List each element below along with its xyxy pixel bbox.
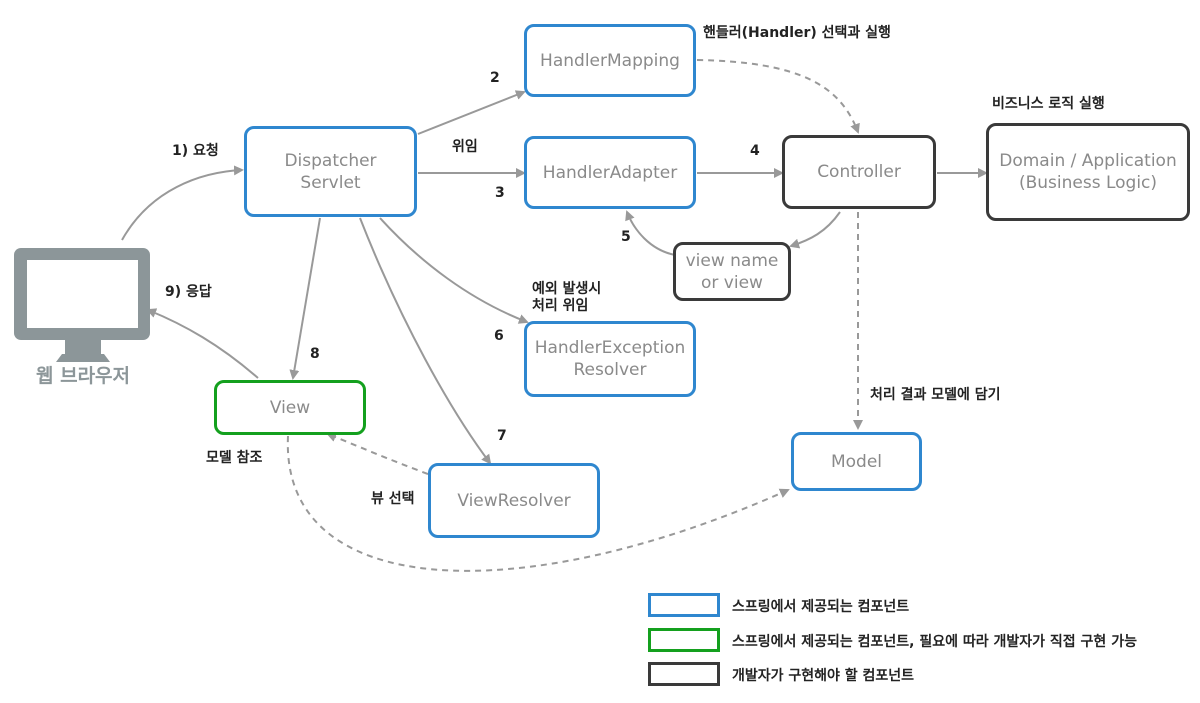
model-ref-label: 모델 참조 — [206, 450, 263, 466]
response-label: 9) 응답 — [165, 284, 212, 300]
handler-exception-resolver-box: HandlerException Resolver — [524, 321, 696, 397]
legend-swatch-dark — [648, 662, 720, 686]
arrow-request — [121, 165, 244, 241]
browser-label: 웹 브라우저 — [36, 365, 131, 387]
step-8: 8 — [310, 346, 320, 362]
view-resolver-label: ViewResolver — [457, 490, 571, 511]
view-name-box: view name or view — [673, 242, 791, 301]
dispatcher-servlet-box: Dispatcher Servlet — [244, 126, 417, 217]
arrow-view-select — [326, 432, 429, 475]
step-4: 4 — [750, 143, 760, 159]
delegate-label: 위임 — [452, 139, 478, 155]
arrow-step-5 — [625, 210, 676, 256]
request-label: 1) 요청 — [172, 143, 219, 159]
controller-label: Controller — [817, 162, 901, 182]
arrow-return-view — [789, 211, 841, 249]
view-label: View — [269, 397, 311, 418]
handler-mapping-box: HandlerMapping — [524, 24, 696, 97]
controller-box: Controller — [782, 135, 936, 209]
legend-label-blue: 스프링에서 제공되는 컴포넌트 — [732, 599, 910, 615]
monitor-icon — [14, 248, 150, 362]
dispatcher-servlet-label: Dispatcher Servlet — [284, 150, 377, 193]
view-resolver-box: ViewResolver — [428, 463, 600, 538]
arrow-step-2 — [417, 90, 526, 135]
step-2: 2 — [490, 70, 500, 86]
domain-application-box: Domain / Application (Business Logic) — [986, 123, 1190, 221]
model-label: Model — [830, 451, 883, 472]
legend-swatch-blue — [648, 593, 720, 617]
exception-label: 예외 발생시 처리 위임 — [532, 281, 602, 314]
business-logic-label: 비즈니스 로직 실행 — [992, 96, 1105, 112]
view-select-label: 뷰 선택 — [371, 491, 415, 507]
arrow-step-7 — [359, 217, 492, 465]
handler-adapter-label: HandlerAdapter — [542, 162, 678, 183]
step-5: 5 — [621, 229, 631, 245]
handler-exception-resolver-label: HandlerException Resolver — [534, 338, 686, 380]
arrow-response — [146, 308, 259, 379]
view-name-label: view name or view — [685, 250, 779, 293]
model-box: Model — [791, 432, 922, 491]
legend-label-dark: 개발자가 구현해야 할 컴포넌트 — [732, 668, 915, 684]
handler-select-label: 핸들러(Handler) 선택과 실행 — [703, 25, 891, 41]
legend-label-green: 스프링에서 제공되는 컴포넌트, 필요에 따라 개발자가 직접 구현 가능 — [732, 634, 1137, 650]
step-6: 6 — [494, 328, 504, 344]
arrow-step-8 — [289, 217, 321, 380]
arrow-step-6 — [379, 217, 529, 324]
view-box: View — [214, 380, 366, 435]
step-3: 3 — [495, 185, 505, 201]
arrow-model-ref — [286, 435, 790, 572]
handler-mapping-label: HandlerMapping — [540, 50, 680, 71]
legend-swatch-green — [648, 628, 720, 652]
domain-application-label: Domain / Application (Business Logic) — [999, 151, 1177, 193]
step-7: 7 — [497, 428, 507, 444]
handler-adapter-box: HandlerAdapter — [524, 136, 696, 209]
model-put-label: 처리 결과 모델에 담기 — [870, 387, 1001, 403]
arrow-handler-select — [696, 59, 860, 134]
